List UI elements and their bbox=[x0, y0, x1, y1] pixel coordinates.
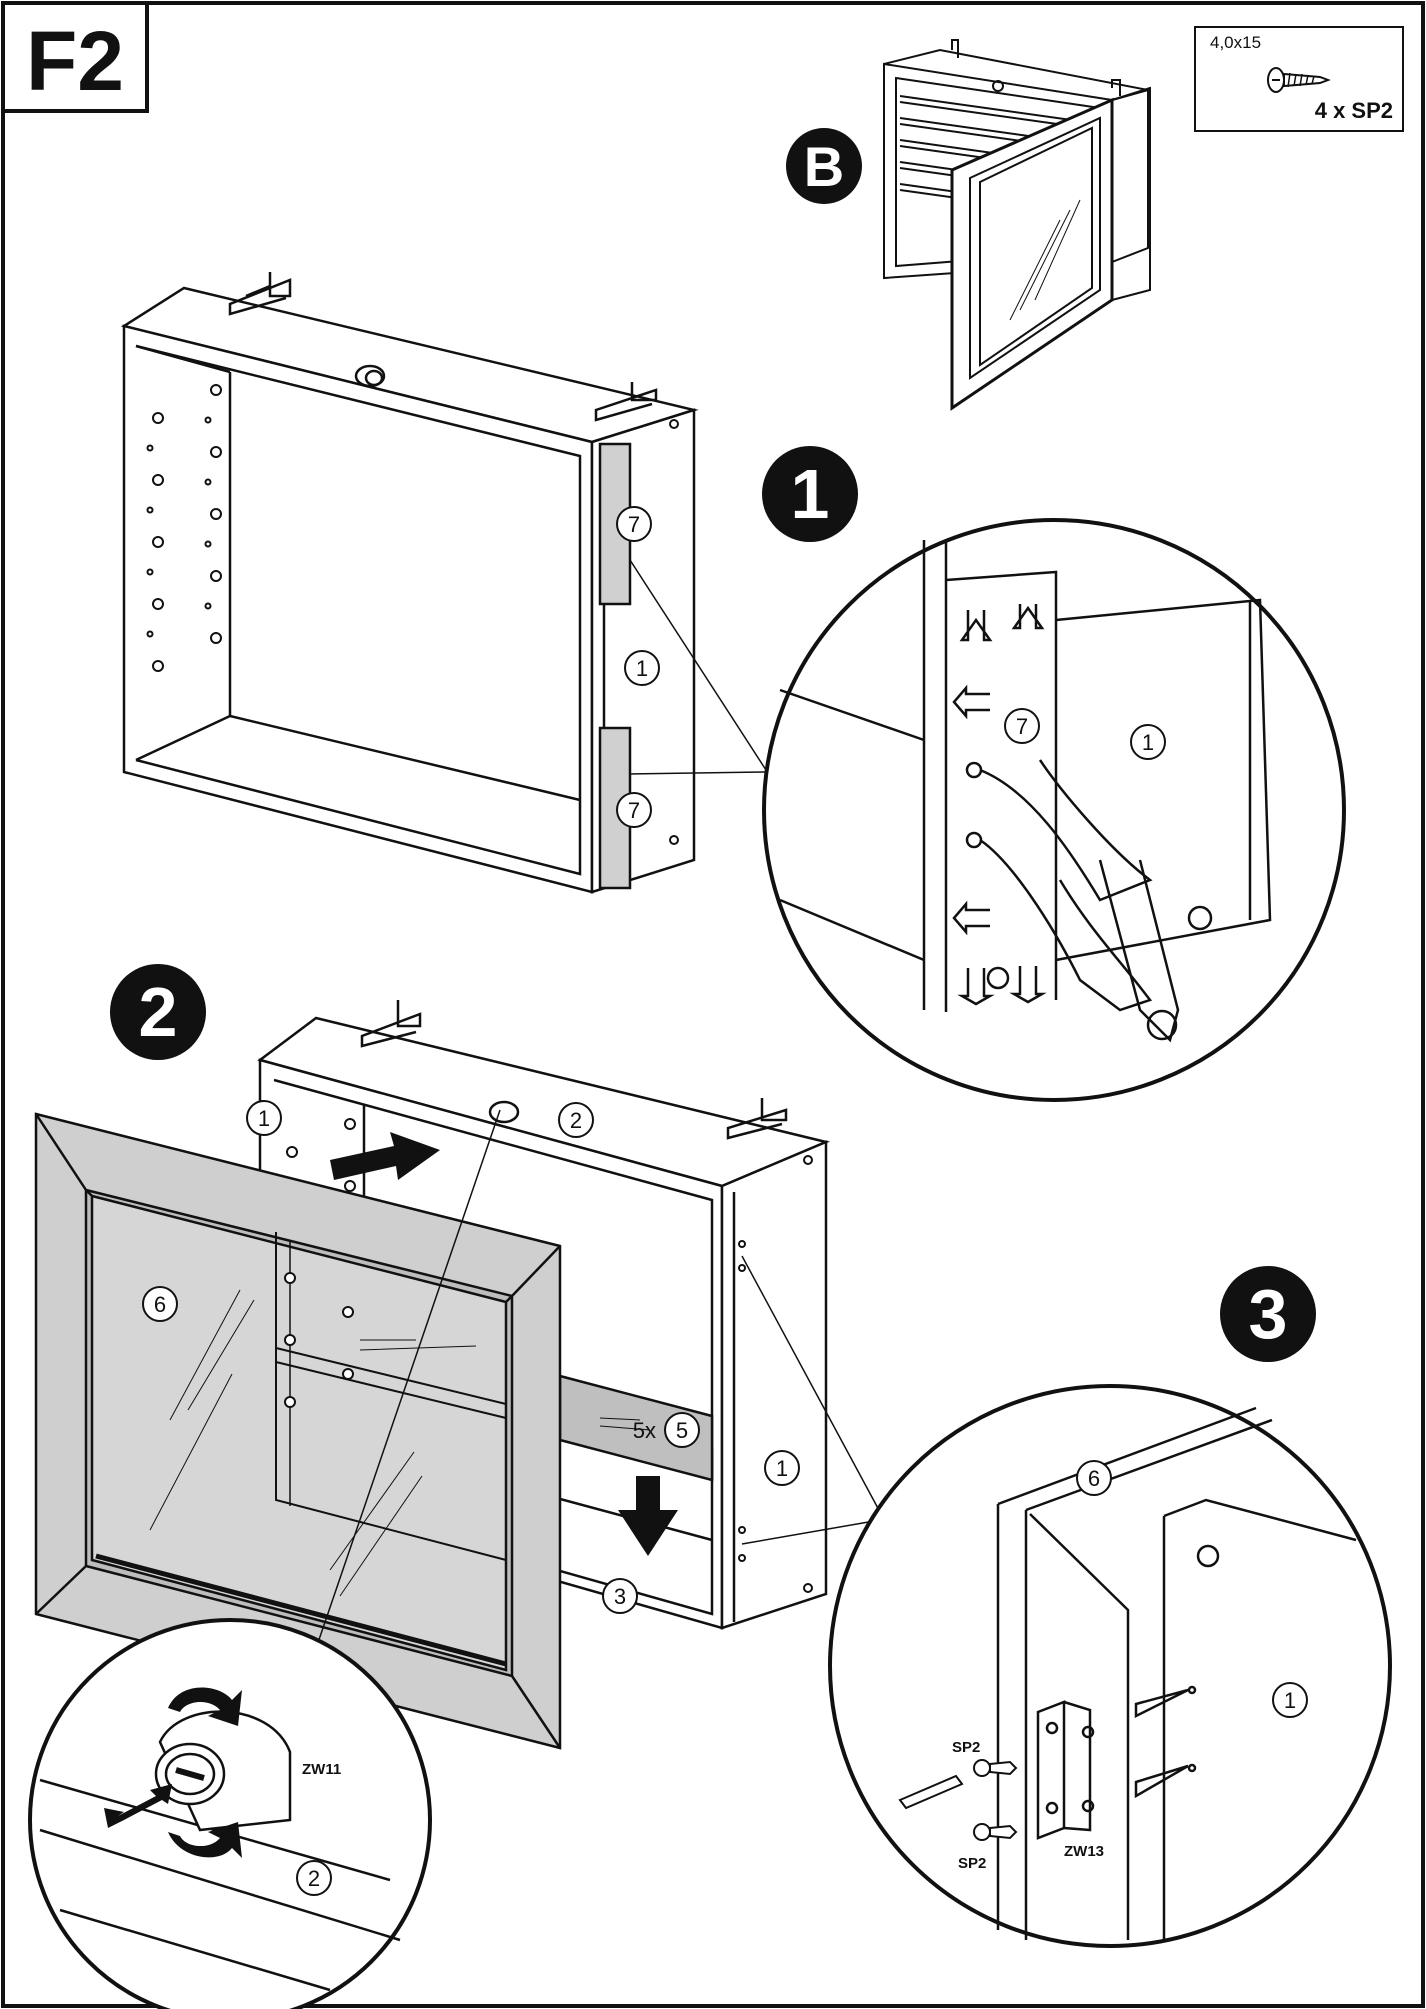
part-label-1-side: 1 bbox=[764, 1450, 800, 1486]
down-arrow-icon bbox=[618, 1476, 678, 1556]
shelves-qty-label: 5x 5 bbox=[633, 1412, 700, 1448]
part-label-2-step2: 2 bbox=[558, 1102, 594, 1138]
step-1-detail-zoom bbox=[762, 518, 1346, 1102]
svg-text:SP2: SP2 bbox=[952, 1739, 980, 1756]
svg-text:1: 1 bbox=[1142, 730, 1154, 755]
svg-text:1: 1 bbox=[258, 1106, 270, 1131]
step-2-door bbox=[34, 1112, 562, 1750]
svg-text:7: 7 bbox=[628, 798, 640, 823]
leader-lines bbox=[309, 1109, 881, 1667]
part-label-7b: 7 bbox=[616, 792, 652, 828]
step-1-cabinet bbox=[120, 272, 767, 894]
svg-text:ZW11: ZW11 bbox=[302, 1761, 341, 1778]
svg-text:3: 3 bbox=[614, 1584, 626, 1609]
part-label-1-step2: 1 bbox=[246, 1100, 282, 1136]
part-label-3-step2: 3 bbox=[602, 1578, 638, 1614]
part-label-1-step1: 1 bbox=[624, 650, 660, 686]
step-2-badge: 2 bbox=[110, 964, 206, 1060]
svg-text:1: 1 bbox=[791, 455, 830, 533]
part-label-7-detail: 7 bbox=[1004, 708, 1040, 744]
zw11-detail-zoom: ZW11 2 bbox=[28, 1618, 432, 2009]
step-3-detail-zoom: SP2 SP2 ZW13 6 1 bbox=[828, 1384, 1392, 1948]
svg-text:2: 2 bbox=[570, 1108, 582, 1133]
svg-text:1: 1 bbox=[636, 656, 648, 681]
step-1-badge: 1 bbox=[762, 446, 858, 542]
part-label-1-detail3: 1 bbox=[1272, 1682, 1308, 1718]
svg-text:1: 1 bbox=[1284, 1688, 1296, 1713]
part-label-1-detail: 1 bbox=[1130, 724, 1166, 760]
part-label-7a: 7 bbox=[616, 506, 652, 542]
svg-text:6: 6 bbox=[1088, 1466, 1100, 1491]
page-label: F2 bbox=[26, 14, 124, 108]
rotate-arrow-icon bbox=[168, 1687, 242, 1858]
svg-text:3: 3 bbox=[1249, 1275, 1288, 1353]
step-3-badge: 3 bbox=[1220, 1266, 1316, 1362]
hardware-box: 4,0x15 4 x SP2 bbox=[1194, 26, 1404, 132]
svg-text:5x: 5x bbox=[633, 1418, 656, 1443]
part-label-6-door: 6 bbox=[142, 1286, 178, 1322]
svg-text:1: 1 bbox=[776, 1456, 788, 1481]
svg-text:2: 2 bbox=[308, 1866, 320, 1891]
adjust-arrow-icon bbox=[104, 1784, 172, 1828]
variant-badge: B bbox=[786, 128, 862, 204]
svg-text:2: 2 bbox=[139, 973, 178, 1051]
part-label-2-zw11: 2 bbox=[296, 1860, 332, 1896]
svg-text:B: B bbox=[804, 135, 844, 198]
svg-text:6: 6 bbox=[154, 1292, 166, 1317]
hardware-qty: 4 x SP2 bbox=[1315, 98, 1393, 123]
part-label-6-detail: 6 bbox=[1076, 1460, 1112, 1496]
screw-icon bbox=[1267, 67, 1331, 93]
svg-text:5: 5 bbox=[676, 1418, 688, 1443]
svg-text:7: 7 bbox=[1016, 714, 1028, 739]
variant-b-cabinet-preview bbox=[883, 39, 1151, 411]
screw-icon bbox=[973, 1759, 1018, 1841]
push-arrow-icon bbox=[330, 1132, 440, 1180]
hardware-size: 4,0x15 bbox=[1210, 33, 1261, 52]
screwdriver-icon bbox=[898, 1774, 964, 1810]
svg-text:7: 7 bbox=[628, 512, 640, 537]
svg-text:ZW13: ZW13 bbox=[1064, 1843, 1104, 1860]
svg-text:SP2: SP2 bbox=[958, 1855, 986, 1872]
page-label-box: F2 bbox=[1, 1, 149, 113]
